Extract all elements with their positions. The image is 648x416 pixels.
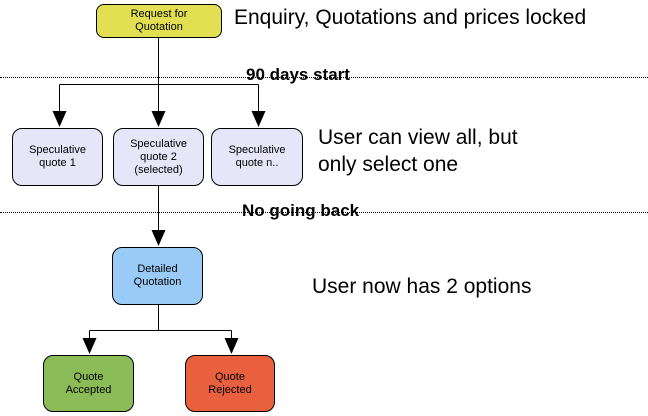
phase-label-no-going-back: No going back xyxy=(242,201,360,220)
arrowhead-accepted xyxy=(82,338,97,354)
arrowhead-rejected xyxy=(224,338,239,354)
connector-strokes xyxy=(59,38,259,340)
phase-divider-no-going-back xyxy=(0,212,648,213)
phase-divider-90-days xyxy=(0,77,648,78)
node-speculative-quote-n: Speculative quote n.. xyxy=(211,128,303,186)
phase-label-90-days-start: 90 days start xyxy=(246,65,350,84)
arrowhead-specn xyxy=(251,111,266,127)
arrowhead-spec2 xyxy=(151,111,166,127)
arrowhead-spec1 xyxy=(52,111,67,127)
node-detailed-quotation: Detailed Quotation xyxy=(112,247,203,305)
annotation-two-options: User now has 2 options xyxy=(312,275,532,298)
node-quote-rejected: Quote Rejected xyxy=(185,355,275,412)
node-request-for-quotation: Request for Quotation xyxy=(96,4,222,38)
node-quote-accepted: Quote Accepted xyxy=(43,355,134,412)
arrowhead-detailed xyxy=(151,230,166,246)
node-speculative-quote-1: Speculative quote 1 xyxy=(12,128,103,186)
annotation-enquiry-locked: Enquiry, Quotations and prices locked xyxy=(234,6,587,29)
arrowheads xyxy=(52,111,266,354)
annotation-user-can-view: User can view all, but only select one xyxy=(318,126,518,176)
node-speculative-quote-2-selected: Speculative quote 2 (selected) xyxy=(113,128,204,186)
